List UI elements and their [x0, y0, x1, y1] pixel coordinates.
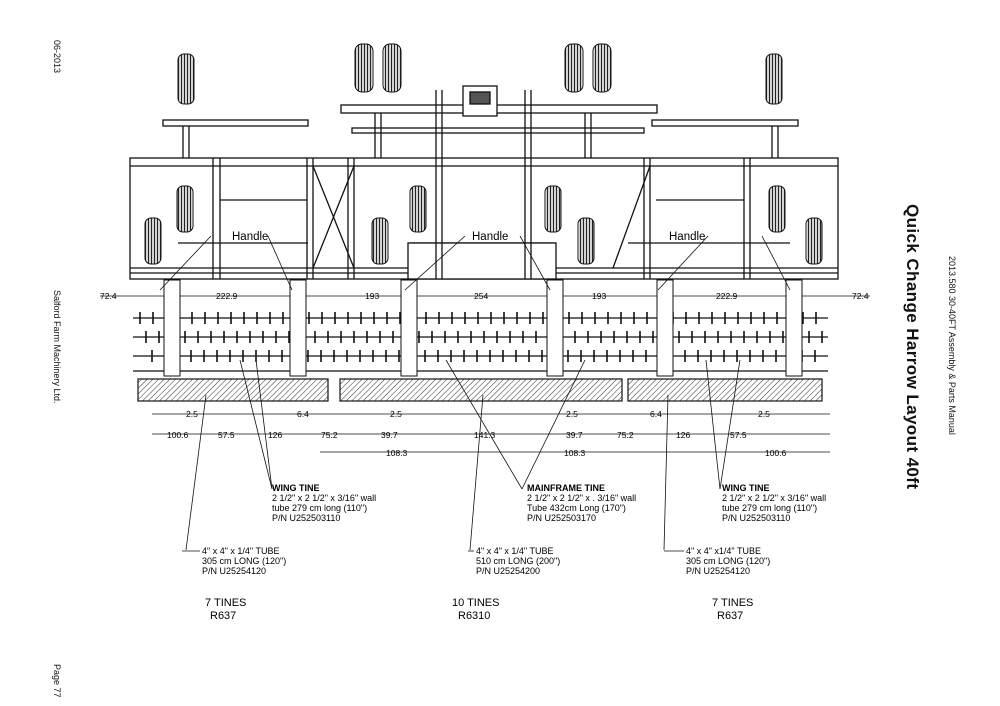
section-part: R637	[717, 610, 743, 622]
tine-dim: 57.5	[218, 430, 235, 440]
tine-rows	[133, 317, 828, 372]
frame-dimensions: 72.4 222.9 193 254 193 222.9 72.4	[100, 291, 869, 301]
callout-line: 305 cm LONG (120")	[686, 556, 770, 566]
callout-line: tube 279 cm long (110")	[272, 503, 367, 513]
callout-tube-center: 4" x 4" x 1/4" TUBE 510 cm LONG (200") P…	[468, 546, 560, 576]
section-part: R6310	[458, 610, 490, 622]
upper-frame	[129, 85, 839, 280]
callout-line: 4" x 4" x 1/4" TUBE	[202, 546, 279, 556]
tine-dim: 126	[268, 430, 282, 440]
frame-dim: 193	[365, 291, 379, 301]
tine-dims-row1: 2.5 6.4 2.5 2.5 6.4 2.5	[186, 409, 770, 419]
harrow-sections	[137, 378, 823, 402]
frame-dim: 72.4	[852, 291, 869, 301]
callout-line: 4" x 4" x1/4" TUBE	[686, 546, 761, 556]
tine-dim: 2.5	[566, 409, 578, 419]
gauge-wheels-inner	[144, 185, 823, 265]
callout-line: tube 279 cm long (110")	[722, 503, 817, 513]
tine-dim: 2.5	[758, 409, 770, 419]
tine-dim: 75.2	[617, 430, 634, 440]
callout-line: P/N U25254120	[202, 566, 266, 576]
callout-title: MAINFRAME TINE	[527, 483, 605, 493]
callout-line: 510 cm LONG (200")	[476, 556, 560, 566]
tine-dim: 2.5	[390, 409, 402, 419]
section-label-right: 7 TINES R637	[712, 597, 753, 622]
tine-dim: 108.3	[386, 448, 408, 458]
tine-dim: 39.7	[381, 430, 398, 440]
tine-dim: 100.6	[167, 430, 189, 440]
handle-label-center: Handle	[472, 231, 508, 243]
frame-dim: 254	[474, 291, 488, 301]
callout-wing-tine-right: WING TINE 2 1/2" x 2 1/2" x 3/16" wall t…	[722, 483, 826, 523]
callout-title: WING TINE	[272, 483, 320, 493]
tine-dim: 100.6	[765, 448, 787, 458]
callout-line: P/N U25254200	[476, 566, 540, 576]
tine-dim: 39.7	[566, 430, 583, 440]
callout-wing-tine-left: WING TINE 2 1/2" x 2 1/2" x 3/16" wall t…	[272, 483, 376, 523]
frame-dim: 193	[592, 291, 606, 301]
tine-dim: 141.3	[474, 430, 496, 440]
tine-dim: 75.2	[321, 430, 338, 440]
callout-line: P/N U252503110	[722, 513, 790, 523]
section-tines: 7 TINES	[712, 597, 753, 609]
callout-tube-left: 4" x 4" x 1/4" TUBE 305 cm LONG (120") P…	[182, 546, 286, 576]
tine-dim: 6.4	[297, 409, 309, 419]
callout-line: P/N U25254120	[686, 566, 750, 576]
handle-label-right: Handle	[669, 231, 705, 243]
tine-dim: 6.4	[650, 409, 662, 419]
callout-line: P/N U252503110	[272, 513, 340, 523]
callout-line: 2 1/2" x 2 1/2" x 3/16" wall	[722, 493, 826, 503]
frame-dim: 222.9	[216, 291, 238, 301]
section-tines: 7 TINES	[205, 597, 246, 609]
tine-dims-row3: 108.3 108.3 100.6	[386, 448, 787, 458]
callout-line: P/N U252503170	[527, 513, 596, 523]
frame-dim: 222.9	[716, 291, 738, 301]
callout-tube-right: 4" x 4" x1/4" TUBE 305 cm LONG (120") P/…	[664, 546, 770, 576]
section-part: R637	[210, 610, 236, 622]
callout-title: WING TINE	[722, 483, 770, 493]
tine-dims-row2: 100.6 57.5 126 75.2 39.7 141.3 39.7 75.2…	[167, 430, 747, 440]
leader-lines	[159, 235, 791, 551]
callout-line: 4" x 4" x 1/4" TUBE	[476, 546, 553, 556]
callout-line: 2 1/2" x 2 1/2" x 3/16" wall	[272, 493, 376, 503]
section-tines: 10 TINES	[452, 597, 500, 609]
handle-label-left: Handle	[232, 231, 268, 243]
callout-line: Tube 432cm Long (170")	[527, 503, 626, 513]
shank-stacks	[163, 279, 803, 377]
tine-dim: 57.5	[730, 430, 747, 440]
tine-dim: 2.5	[186, 409, 198, 419]
callout-mainframe-tine: MAINFRAME TINE 2 1/2" x 2 1/2" x . 3/16"…	[527, 483, 636, 523]
section-label-center: 10 TINES R6310	[452, 597, 500, 622]
tine-dim: 108.3	[564, 448, 586, 458]
gauge-wheels-top	[177, 43, 783, 105]
callout-line: 2 1/2" x 2 1/2" x . 3/16" wall	[527, 493, 636, 503]
frame-dim: 72.4	[100, 291, 117, 301]
tine-dim: 126	[676, 430, 690, 440]
callout-line: 305 cm LONG (120")	[202, 556, 286, 566]
section-label-left: 7 TINES R637	[205, 597, 246, 622]
